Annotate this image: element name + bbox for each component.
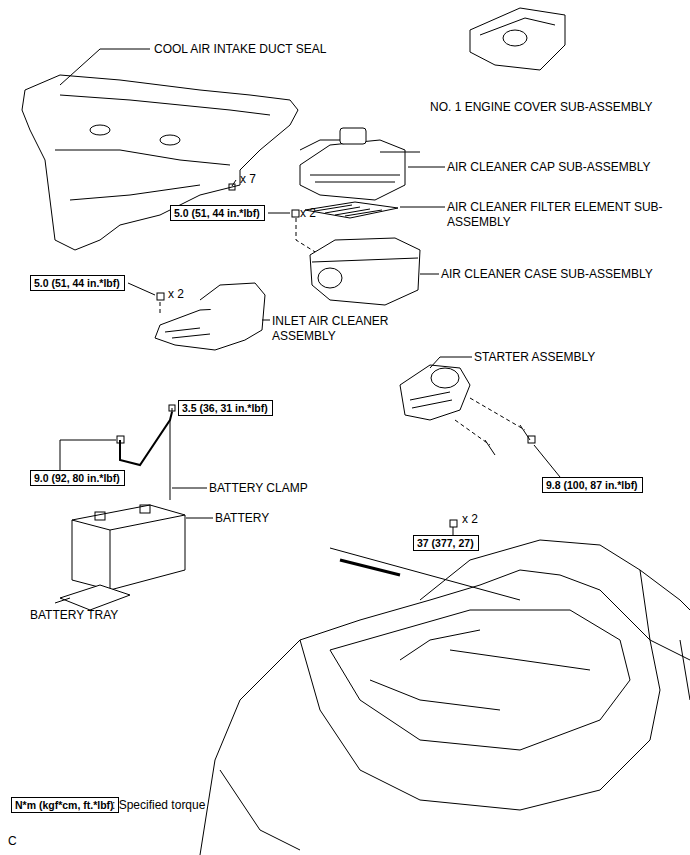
torque-box: 3.5 (36, 31 in.*lbf) [178, 400, 273, 416]
part-label: NO. 1 ENGINE COVER SUB-ASSEMBLY [430, 100, 653, 115]
torque-value: 3.5 (36, 31 in.*lbf) [182, 402, 268, 414]
part-label: x 2 [462, 512, 478, 527]
torque-value: 9.8 (100, 87 in.*lbf) [546, 479, 638, 491]
part-label: AIR CLEANER CAP SUB-ASSEMBLY [447, 160, 651, 175]
part-label: : Specified torque [112, 798, 205, 813]
part-label: COOL AIR INTAKE DUCT SEAL [154, 42, 327, 57]
part-label: STARTER ASSEMBLY [474, 350, 595, 365]
torque-value: 5.0 (51, 44 in.*lbf) [34, 277, 120, 289]
torque-value: 37 (377, 27) [417, 537, 474, 549]
part-label: AIR CLEANER CASE SUB-ASSEMBLY [441, 267, 653, 282]
torque-box: N*m (kgf*cm, ft.*lbf) [11, 797, 119, 813]
part-label: BATTERY [215, 511, 269, 526]
torque-value: 5.0 (51, 44 in.*lbf) [174, 207, 260, 219]
torque-box: 5.0 (51, 44 in.*lbf) [170, 205, 265, 221]
torque-box: 9.0 (92, 80 in.*lbf) [30, 470, 125, 486]
part-label: INLET AIR CLEANER ASSEMBLY [272, 314, 432, 344]
torque-value: 9.0 (92, 80 in.*lbf) [34, 472, 120, 484]
torque-box: 9.8 (100, 87 in.*lbf) [542, 477, 643, 493]
part-label: AIR CLEANER FILTER ELEMENT SUB-ASSEMBLY [447, 200, 677, 230]
part-label: x 2 [168, 287, 184, 302]
torque-box: 37 (377, 27) [413, 535, 479, 551]
torque-box: 5.0 (51, 44 in.*lbf) [30, 275, 125, 291]
part-label: x 7 [240, 172, 256, 187]
part-label: BATTERY TRAY [30, 608, 118, 623]
torque-value: N*m (kgf*cm, ft.*lbf) [15, 799, 114, 811]
part-label: BATTERY CLAMP [209, 481, 308, 496]
part-label: x 2 [300, 206, 316, 221]
part-label: C [8, 834, 17, 849]
